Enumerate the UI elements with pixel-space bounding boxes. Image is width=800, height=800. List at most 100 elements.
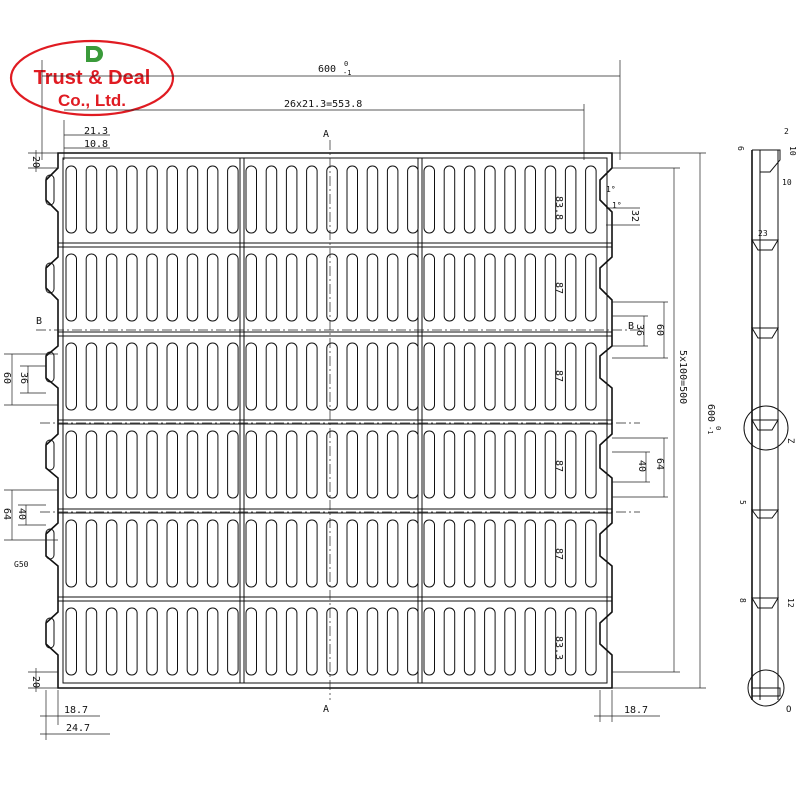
slot	[524, 607, 536, 676]
detail-circle-z	[743, 405, 789, 451]
slot	[227, 430, 239, 499]
slot	[443, 519, 456, 588]
slot	[65, 430, 77, 499]
slot	[544, 165, 557, 234]
slot	[463, 519, 476, 588]
slot	[504, 430, 516, 499]
dim-notch-36-right: 36	[634, 324, 645, 336]
slot	[186, 519, 199, 588]
slot	[245, 165, 257, 234]
dim-angle-1: 1°	[606, 185, 616, 194]
dim-height-tol-bottom: -1	[706, 426, 714, 434]
slot	[386, 519, 399, 588]
slot	[285, 253, 298, 322]
dim-rib-height: 83.8	[553, 196, 564, 220]
dim-left-edge-bottom: 18.7	[64, 705, 88, 716]
dim-width-tol-bottom: -1	[343, 69, 351, 77]
section-a-bottom: A	[323, 704, 329, 715]
slot	[285, 607, 298, 676]
slot	[524, 519, 536, 588]
right-dimensions: 600 0 -1 5x100=500 32 60 36 64 40 18.7	[594, 152, 722, 722]
side-dim-5: 5	[738, 500, 747, 505]
slot	[524, 253, 536, 322]
side-dim-10-top: 10	[788, 146, 797, 156]
side-label-o: O	[786, 705, 791, 715]
left-dimensions: 20 60 36 64 40 G50 20 18.7 24.7	[1, 150, 110, 740]
slot-field	[65, 165, 597, 676]
dim-left-60: 60	[1, 372, 12, 384]
slot	[585, 165, 597, 234]
slot	[504, 607, 516, 676]
dim-mid-87-4: 87	[553, 548, 564, 560]
side-dim-12: 12	[786, 598, 795, 608]
slot	[227, 165, 239, 234]
slot	[146, 607, 158, 676]
slot	[265, 342, 278, 411]
slot	[166, 607, 178, 676]
slot	[484, 253, 496, 322]
slot	[85, 430, 98, 499]
dim-mid-87-3: 87	[553, 460, 564, 472]
section-b-left: B	[36, 316, 42, 327]
slot	[105, 519, 118, 588]
side-section-view: 2 6 10 10 23 5 8 12 Z O	[736, 127, 797, 715]
rib-profiles	[751, 239, 779, 609]
dim-right-40: 40	[636, 460, 647, 472]
slot	[206, 430, 219, 499]
slot	[146, 342, 158, 411]
slot	[544, 342, 557, 411]
slot	[366, 430, 379, 499]
slot	[504, 165, 516, 234]
slot	[65, 165, 77, 234]
slot	[346, 253, 358, 322]
slot	[146, 430, 158, 499]
slot	[285, 519, 298, 588]
slot	[386, 165, 399, 234]
dim-width-tol-top: 0	[344, 60, 348, 68]
slot	[105, 253, 118, 322]
grid-plate	[45, 152, 613, 689]
slot	[306, 253, 318, 322]
slot	[544, 607, 557, 676]
side-label-z: Z	[785, 438, 795, 444]
dim-mid-87-1: 87	[553, 282, 564, 294]
dim-right-edge-bottom: 18.7	[624, 705, 648, 716]
company-logo: Trust & Deal Co., Ltd.	[9, 39, 175, 117]
slot	[443, 165, 456, 234]
slot	[186, 342, 199, 411]
slot	[443, 607, 456, 676]
slot	[85, 607, 98, 676]
slot	[265, 253, 278, 322]
dim-slot-array: 26x21.3=553.8	[284, 99, 362, 110]
slot	[227, 253, 239, 322]
slot	[463, 430, 476, 499]
slot	[524, 430, 536, 499]
slot	[564, 430, 577, 499]
slot	[386, 430, 399, 499]
slot	[206, 253, 219, 322]
slot	[306, 607, 318, 676]
slot	[227, 607, 239, 676]
slot	[443, 430, 456, 499]
logo-sub: Co., Ltd.	[58, 91, 126, 110]
slot	[504, 519, 516, 588]
edge-slots	[45, 174, 55, 649]
slot	[166, 519, 178, 588]
slot	[366, 253, 379, 322]
slot	[484, 607, 496, 676]
top-dimensions: 600 0 -1 26x21.3=553.8 21.3 10.8	[41, 60, 621, 160]
slot	[326, 430, 338, 499]
slot	[105, 607, 118, 676]
logo-oval	[9, 39, 175, 117]
slot	[227, 519, 239, 588]
slot	[245, 607, 257, 676]
slot	[585, 430, 597, 499]
slot	[126, 253, 138, 322]
slot	[407, 165, 419, 234]
slot	[206, 165, 219, 234]
dim-left-edge-bottom2: 24.7	[66, 723, 90, 734]
side-dim-6: 6	[736, 146, 745, 151]
dim-left-40: 40	[16, 508, 27, 520]
slot	[85, 253, 98, 322]
slot	[146, 165, 158, 234]
